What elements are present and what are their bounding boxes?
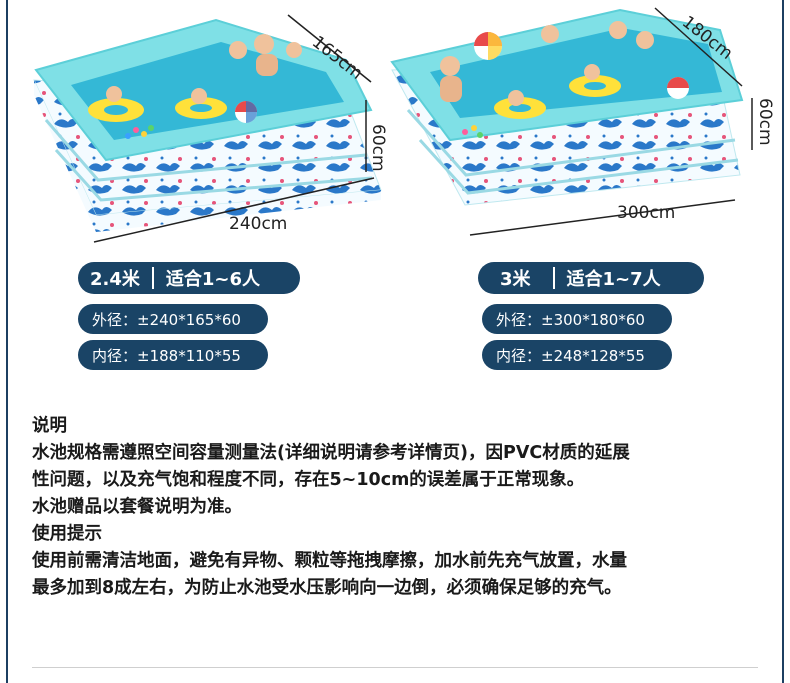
notes-line: 性问题，以及充气饱和程度不同，存在5~10cm的误差属于正常现象。 <box>32 470 585 490</box>
product-card-3m: 300cm 180cm 60cm 3米 适合1~7人 外径：±300*180*6… <box>390 0 775 380</box>
width-dimension-label: 240cm <box>229 214 288 234</box>
capacity-label: 适合1~7人 <box>566 269 661 290</box>
size-label: 3米 <box>500 269 531 290</box>
frame-right-line <box>782 0 784 683</box>
notes-line: 水池规格需遵照空间容量测量法(详细说明请参考详情页)，因PVC材质的延展 <box>32 443 630 463</box>
height-dimension-label: 60cm <box>368 124 388 172</box>
inner-spec-pill: 内径：±188*110*55 <box>78 340 268 370</box>
product-card-2-4m: 240cm 165cm 60cm 2.4米 适合1~6人 外径：±240*165… <box>16 0 396 380</box>
inner-spec-pill: 内径：±248*128*55 <box>482 340 672 370</box>
outer-spec-pill: 外径：±300*180*60 <box>482 304 672 334</box>
notes-heading: 说明 <box>32 416 67 436</box>
notes-line: 水池赠品以套餐说明为准。 <box>32 497 242 517</box>
pool-image-2-4m <box>33 14 382 243</box>
separator <box>552 267 555 289</box>
frame-left-line <box>6 0 8 683</box>
pool-image-3m <box>390 7 753 236</box>
width-dimension-label: 300cm <box>617 203 676 223</box>
size-capacity-bar: 3米 适合1~7人 <box>478 262 704 294</box>
usage-line: 使用前需清洁地面，避免有异物、颗粒等拖拽摩擦，加水前先充气放置，水量 <box>32 551 627 571</box>
bottom-divider <box>32 667 758 668</box>
separator <box>151 267 154 289</box>
outer-spec-pill: 外径：±240*165*60 <box>78 304 268 334</box>
notes-section: 说明 水池规格需遵照空间容量测量法(详细说明请参考详情页)，因PVC材质的延展 … <box>32 413 777 602</box>
height-dimension-label: 60cm <box>755 98 775 146</box>
size-label: 2.4米 <box>90 269 140 290</box>
usage-heading: 使用提示 <box>32 524 102 544</box>
usage-line: 最多加到8成左右，为防止水池受水压影响向一边倒，必须确保足够的充气。 <box>32 578 622 598</box>
size-capacity-bar: 2.4米 适合1~6人 <box>78 262 300 294</box>
capacity-label: 适合1~6人 <box>165 269 261 290</box>
